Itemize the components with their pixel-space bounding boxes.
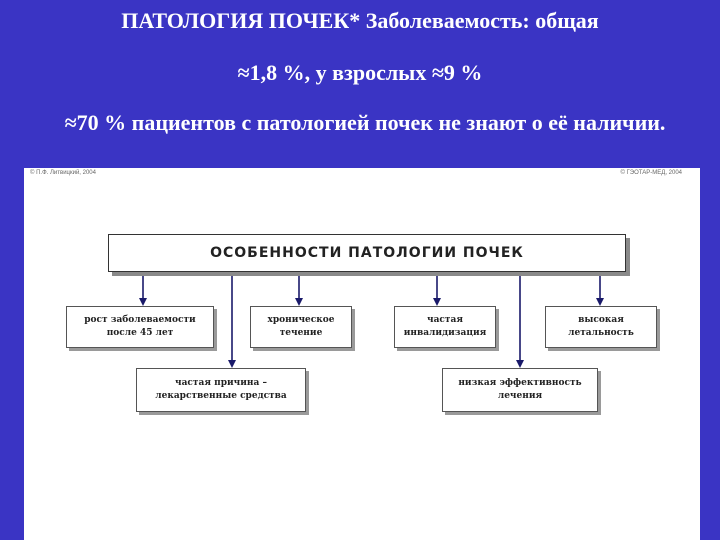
- box-drug-cause: частая причина – лекарственные средства: [136, 368, 306, 412]
- main-heading-box: ОСОБЕННОСТИ ПАТОЛОГИИ ПОЧЕК: [108, 234, 626, 272]
- box-chronic-course: хроническое течение: [250, 306, 352, 348]
- slide-title: ПАТОЛОГИЯ ПОЧЕК* Заболеваемость: общая: [121, 8, 599, 33]
- box-frequent-disability: частая инвалидизация: [394, 306, 496, 348]
- awareness-line: ≈70 % пациентов с патологией почек не зн…: [64, 110, 666, 135]
- copyright-left: © П.Ф. Литвицкий, 2004: [30, 170, 96, 176]
- copyright-right: © ГЭОТАР-МЕД, 2004: [620, 170, 682, 176]
- diagram-panel: © П.Ф. Литвицкий, 2004 © ГЭОТАР-МЕД, 200…: [24, 168, 700, 540]
- box-high-mortality: высокая летальность: [545, 306, 657, 348]
- statistics-line: ≈1,8 %, у взрослых ≈9 %: [237, 60, 483, 85]
- connector-arrows: [139, 272, 604, 368]
- box-low-treatment-efficacy: низкая эффективность лечения: [442, 368, 598, 412]
- box-incidence-after-45: рост заболеваемости после 45 лет: [66, 306, 214, 348]
